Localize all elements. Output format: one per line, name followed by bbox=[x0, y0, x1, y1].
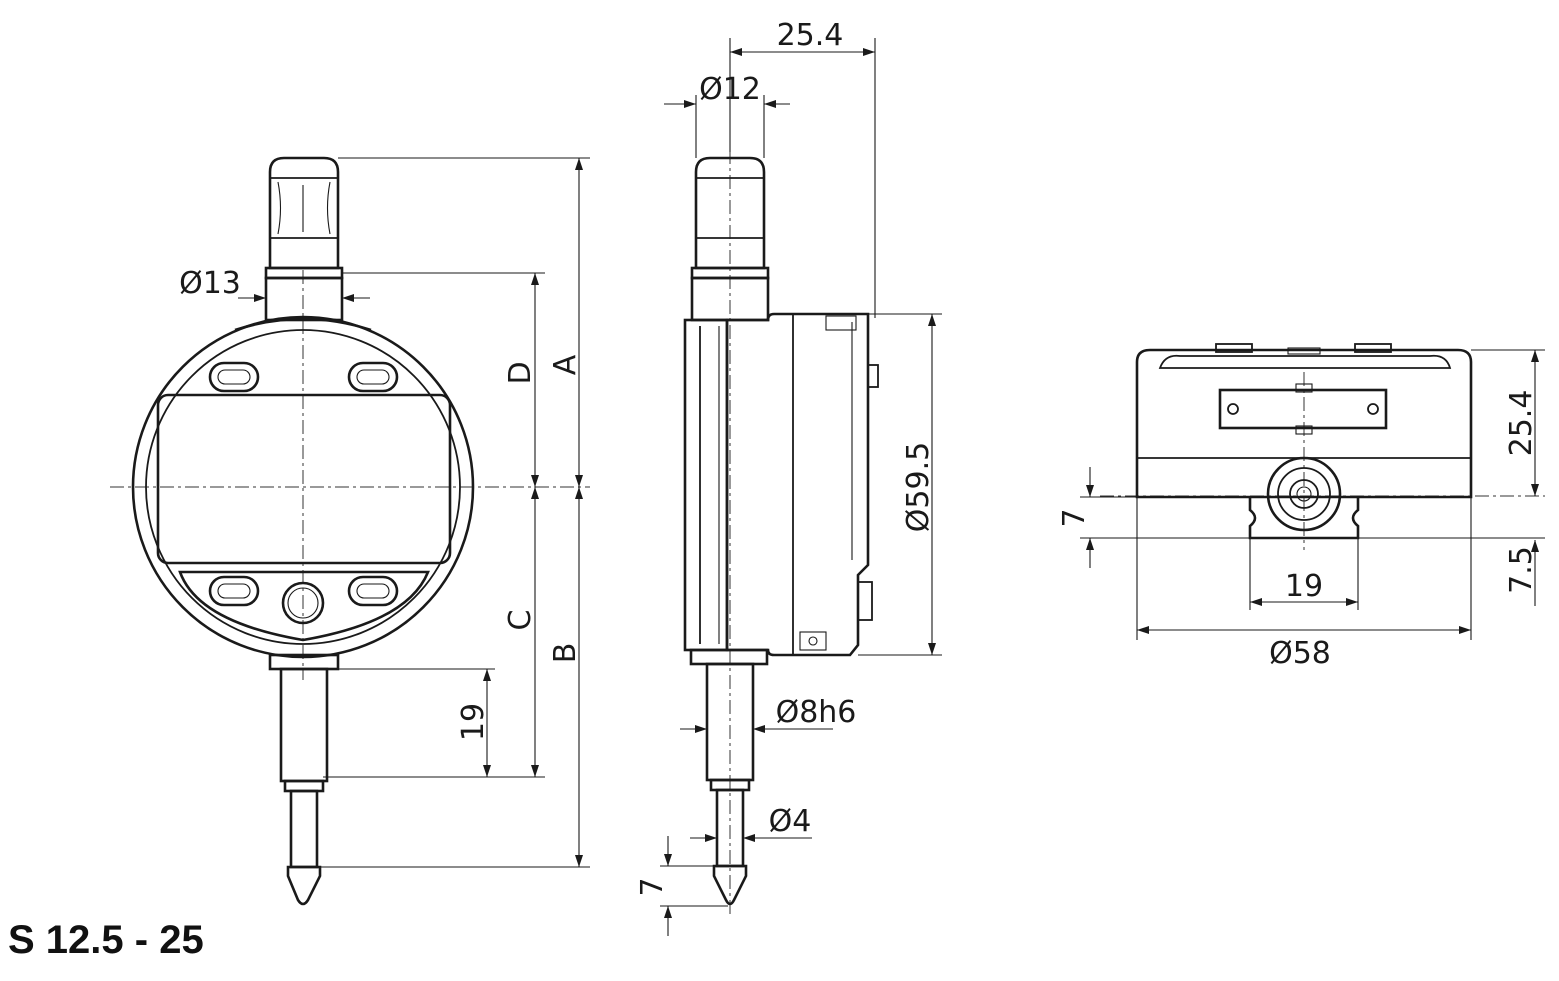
button-top-right bbox=[347, 361, 399, 393]
screw-left bbox=[1227, 403, 1239, 415]
dim-side-depth: 25.4 bbox=[777, 18, 844, 53]
top-cap bbox=[268, 156, 340, 270]
side-view: 25.4 Ø12 Ø59.5 Ø8h6 Ø4 7 bbox=[635, 18, 942, 936]
dim-A: A bbox=[548, 354, 583, 375]
dial-outer-ring bbox=[131, 315, 475, 659]
rear-view: 25.4 7.5 7 19 Ø58 bbox=[1057, 343, 1545, 671]
rear-housing bbox=[1135, 348, 1473, 499]
side-top-cap bbox=[694, 156, 766, 270]
dial-top-lip bbox=[234, 317, 372, 332]
dim-lug-19: 19 bbox=[1285, 569, 1323, 604]
spindle-ring bbox=[283, 779, 325, 793]
front-view: Ø13 A B C D 19 bbox=[110, 156, 590, 906]
button-top-left bbox=[208, 361, 260, 393]
dim-C: C bbox=[503, 610, 538, 631]
dim-rear-7-5: 7.5 bbox=[1504, 546, 1539, 594]
dim-D: D bbox=[503, 361, 538, 384]
dim-dia-4: Ø4 bbox=[769, 804, 812, 839]
rear-mounting-lug bbox=[1248, 497, 1360, 540]
stem bbox=[264, 276, 344, 322]
button-center-round bbox=[281, 581, 325, 625]
dim-spindle-19: 19 bbox=[456, 703, 491, 741]
dim-dia-12: Ø12 bbox=[699, 72, 761, 107]
dim-dia-58: Ø58 bbox=[1269, 636, 1331, 671]
button-bottom-right bbox=[347, 575, 399, 607]
rear-label-plate bbox=[1218, 388, 1388, 430]
dim-dia-59-5: Ø59.5 bbox=[901, 442, 936, 532]
dial-inner-ring bbox=[145, 329, 461, 645]
dim-rear-height: 25.4 bbox=[1504, 390, 1539, 457]
lower-key-panel bbox=[178, 570, 430, 642]
side-foot bbox=[857, 581, 873, 621]
button-bottom-left bbox=[208, 575, 260, 607]
spindle-tip-shaft bbox=[289, 789, 319, 869]
dim-rear-7: 7 bbox=[1057, 508, 1092, 527]
rear-lug-outer bbox=[1266, 456, 1342, 532]
side-body bbox=[725, 312, 870, 657]
dim-dia-13: Ø13 bbox=[179, 266, 241, 301]
spindle bbox=[279, 667, 329, 783]
dim-dia-8h6: Ø8h6 bbox=[776, 695, 857, 730]
stem-collar bbox=[264, 266, 344, 280]
side-port bbox=[867, 364, 879, 388]
model-label: S 12.5 - 25 bbox=[8, 918, 204, 962]
dim-tip-7: 7 bbox=[635, 877, 670, 896]
lcd-display bbox=[156, 393, 452, 565]
side-bezel bbox=[683, 318, 729, 652]
side-contact-point bbox=[712, 864, 748, 906]
dim-B: B bbox=[548, 643, 583, 664]
contact-point bbox=[286, 865, 322, 906]
screw-right bbox=[1367, 403, 1379, 415]
